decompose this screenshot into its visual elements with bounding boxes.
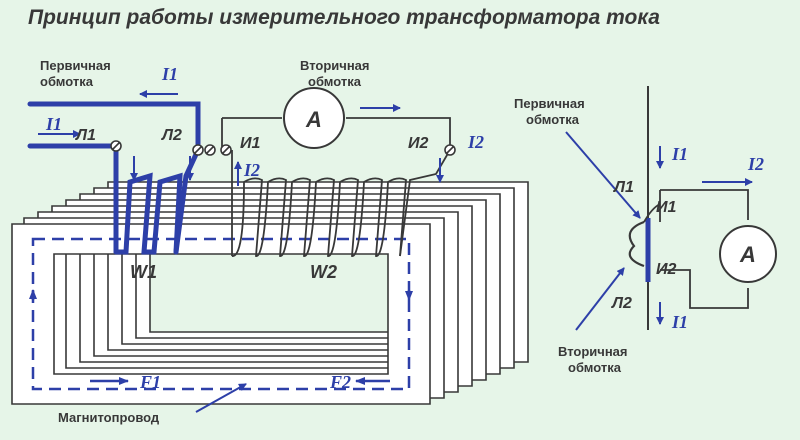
schematic-current-i1-bottom: I1: [671, 312, 688, 332]
schematic-secondary-label-l2: обмотка: [568, 360, 622, 375]
secondary-winding-label-l2: обмотка: [308, 74, 362, 89]
flux-path: [31, 237, 411, 391]
flux-label-f2: F2: [329, 372, 351, 392]
magnetic-core: [11, 181, 529, 405]
winding-label-w1: W1: [130, 262, 157, 282]
current-label-i1-top: I1: [161, 64, 178, 84]
ammeter-left-label: A: [305, 107, 322, 132]
schematic-secondary-coil: [628, 220, 645, 268]
secondary-winding: [221, 117, 451, 257]
schematic-terminal-l2: Л2: [611, 295, 632, 312]
schematic: A: [628, 86, 777, 330]
terminals-left: [110, 140, 456, 156]
schematic-terminal-i2: И2: [656, 261, 677, 278]
schematic-current-i2: I2: [747, 154, 764, 174]
schematic-primary-label-l2: обмотка: [526, 112, 580, 127]
schematic-primary-label-l1: Первичная: [514, 96, 585, 111]
core-lamination: [11, 223, 431, 405]
primary-winding-label-l1: Первичная: [40, 58, 111, 73]
schematic-current-i1-top: I1: [671, 144, 688, 164]
schematic-terminal-i1: И1: [656, 199, 677, 216]
secondary-winding-label-l1: Вторичная: [300, 58, 370, 73]
schematic-secondary-pointer: [575, 267, 625, 331]
core-label: Магнитопровод: [58, 410, 160, 425]
current-label-i2-left: I2: [243, 160, 260, 180]
terminal-label-i2: И2: [408, 135, 429, 152]
diagram-title: Принцип работы измерительного трансформа…: [28, 6, 660, 29]
ammeter-right-label: A: [739, 242, 756, 267]
primary-winding-label-l2: обмотка: [40, 74, 94, 89]
terminal-label-l1: Л1: [75, 127, 96, 144]
schematic-primary-pointer: [565, 131, 641, 219]
current-label-i1-in: I1: [45, 114, 62, 134]
flux-label-f1: F1: [139, 372, 161, 392]
winding-label-w2: W2: [310, 262, 337, 282]
terminal-label-i1: И1: [240, 135, 261, 152]
schematic-secondary-label-l1: Вторичная: [558, 344, 628, 359]
ammeter-left: A: [283, 87, 345, 149]
schematic-terminal-l1: Л1: [613, 179, 634, 196]
current-label-i2-right: I2: [467, 132, 484, 152]
terminal-label-l2: Л2: [161, 127, 182, 144]
core-pointer: [195, 383, 247, 413]
